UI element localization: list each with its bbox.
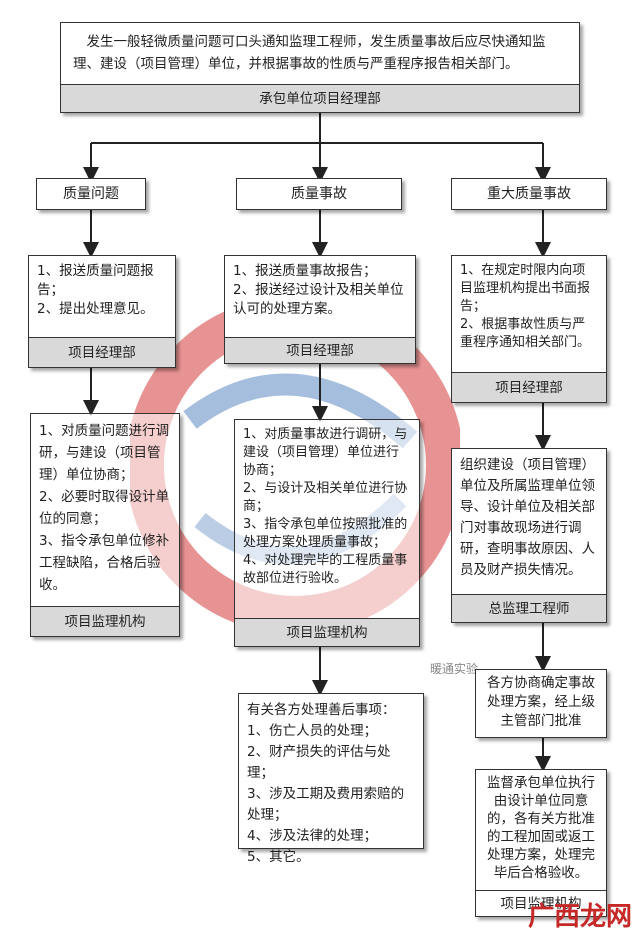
category-quality-problem: 质量问题 [36, 178, 146, 210]
category-quality-accident: 质量事故 [236, 178, 402, 210]
right-step1-text: 1、在规定时限内向项目监理机构提出书面报告； 2、根据事故性质与严重程序通知相关… [460, 263, 591, 350]
top-notice-text: 发生一般轻微质量问题可口头通知监理工程师，发生质量事故后应尽快通知监理、建设（项… [73, 34, 546, 72]
middle-step1-box: 1、报送质量事故报告； 2、报送经过设计及相关单位认可的处理方案。 项目经理部 [224, 255, 416, 364]
middle-step2-band: 项目监理机构 [235, 618, 419, 646]
site-logo: 广西龙网 [527, 902, 632, 932]
left-step1-box: 1、报送质量问题报告； 2、提出处理意见。 项目经理部 [28, 255, 176, 368]
category-major-accident: 重大质量事故 [451, 178, 607, 210]
middle-step1-text: 1、报送质量事故报告； 2、报送经过设计及相关单位认可的处理方案。 [233, 263, 404, 317]
top-band-label: 承包单位项目经理部 [61, 84, 579, 112]
top-notice-box: 发生一般轻微质量问题可口头通知监理工程师，发生质量事故后应尽快通知监理、建设（项… [60, 22, 580, 113]
right-step3-text: 各方协商确定事故处理方案，经上级主管部门批准 [487, 675, 595, 729]
middle-step3-text: 有关各方处理善后事项： 1、伤亡人员的处理； 2、财产损失的评估与处理； 3、涉… [247, 702, 405, 865]
right-step2-text: 组织建设（项目管理）单位及所属监理单位领导、设计单位及相关部门对事故现场进行调研… [460, 457, 595, 578]
right-step3-box: 各方协商确定事故处理方案，经上级主管部门批准 [475, 669, 607, 738]
middle-step2-box: 1、对质量事故进行调研，与建设（项目管理）单位进行协商； 2、与设计及相关单位进… [234, 419, 420, 647]
left-step2-box: 1、对质量问题进行调研，与建设（项目管理）单位协商； 2、必要时取得设计单位的同… [30, 413, 180, 637]
right-step2-band: 总监理工程师 [452, 594, 606, 622]
left-step1-text: 1、报送质量问题报告； 2、提出处理意见。 [37, 263, 154, 317]
right-step2-box: 组织建设（项目管理）单位及所属监理单位领导、设计单位及相关部门对事故现场进行调研… [451, 448, 607, 623]
right-step1-band: 项目经理部 [452, 372, 606, 402]
left-step2-band: 项目监理机构 [31, 606, 179, 636]
watermark-text: 暖通实验 [430, 662, 479, 676]
middle-step1-band: 项目经理部 [225, 337, 415, 363]
left-step1-band: 项目经理部 [29, 337, 175, 367]
middle-step2-text: 1、对质量事故进行调研，与建设（项目管理）单位进行协商； 2、与设计及相关单位进… [243, 427, 408, 586]
middle-step3-box: 有关各方处理善后事项： 1、伤亡人员的处理； 2、财产损失的评估与处理； 3、涉… [238, 693, 424, 865]
right-step4-box: 监督承包单位执行由设计单位同意的，各有关方批准的工程加固或返工处理方案，处理完毕… [475, 769, 607, 917]
right-step4-band: 项目监理机构 [476, 890, 606, 916]
left-step2-text: 1、对质量问题进行调研，与建设（项目管理）单位协商； 2、必要时取得设计单位的同… [39, 423, 170, 593]
right-step1-box: 1、在规定时限内向项目监理机构提出书面报告； 2、根据事故性质与严重程序通知相关… [451, 255, 607, 403]
right-step4-text: 监督承包单位执行由设计单位同意的，各有关方批准的工程加固或返工处理方案，处理完毕… [487, 775, 595, 881]
